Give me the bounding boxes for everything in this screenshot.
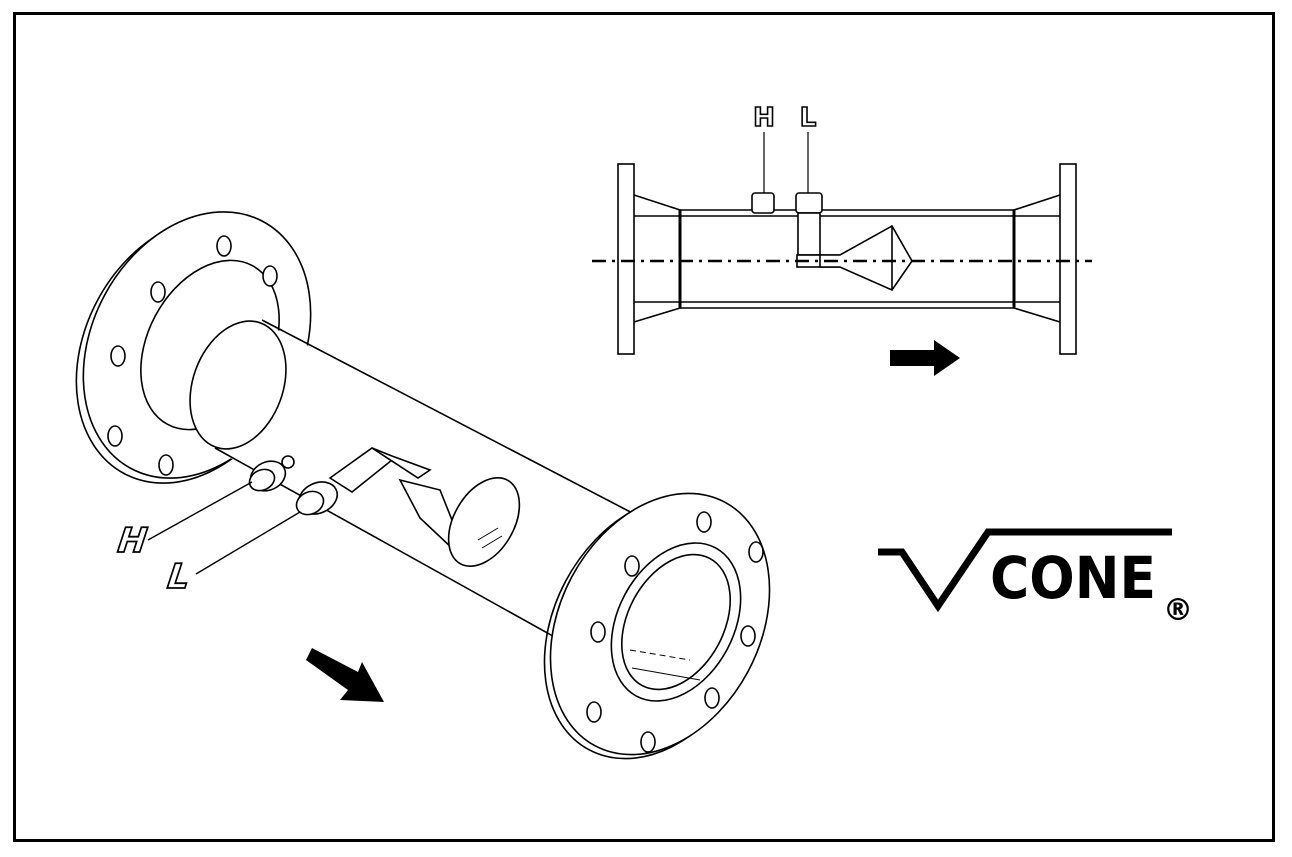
iso-flow-arrow-icon — [306, 648, 384, 702]
iso-low-pressure-tap — [295, 447, 432, 516]
top-high-tap-label: H — [753, 103, 775, 133]
iso-high-tap-label: H — [112, 522, 153, 561]
top-left-flange — [617, 163, 635, 355]
top-low-tap-label: L — [800, 103, 817, 133]
top-low-pressure-tap — [795, 192, 823, 214]
iso-low-tap-label: L — [161, 558, 195, 597]
iso-pipe-body — [215, 322, 640, 650]
iso-view — [75, 211, 771, 760]
iso-high-pressure-tap — [248, 455, 295, 492]
diagram-frame — [13, 12, 1275, 842]
top-flow-arrow-icon — [890, 340, 960, 376]
vcone-logo — [878, 528, 1172, 613]
iso-cone — [398, 477, 521, 567]
top-right-flange — [1059, 163, 1077, 355]
logo-text: CONE — [990, 544, 1156, 612]
top-cone — [819, 224, 913, 291]
top-view — [592, 132, 1092, 355]
registered-mark-icon: ® — [1163, 593, 1193, 628]
top-high-pressure-tap — [751, 192, 775, 214]
top-right-hub — [1013, 194, 1061, 323]
top-left-hub — [633, 194, 681, 323]
radical-sign-icon — [878, 528, 1172, 613]
iso-right-flange — [543, 492, 771, 760]
